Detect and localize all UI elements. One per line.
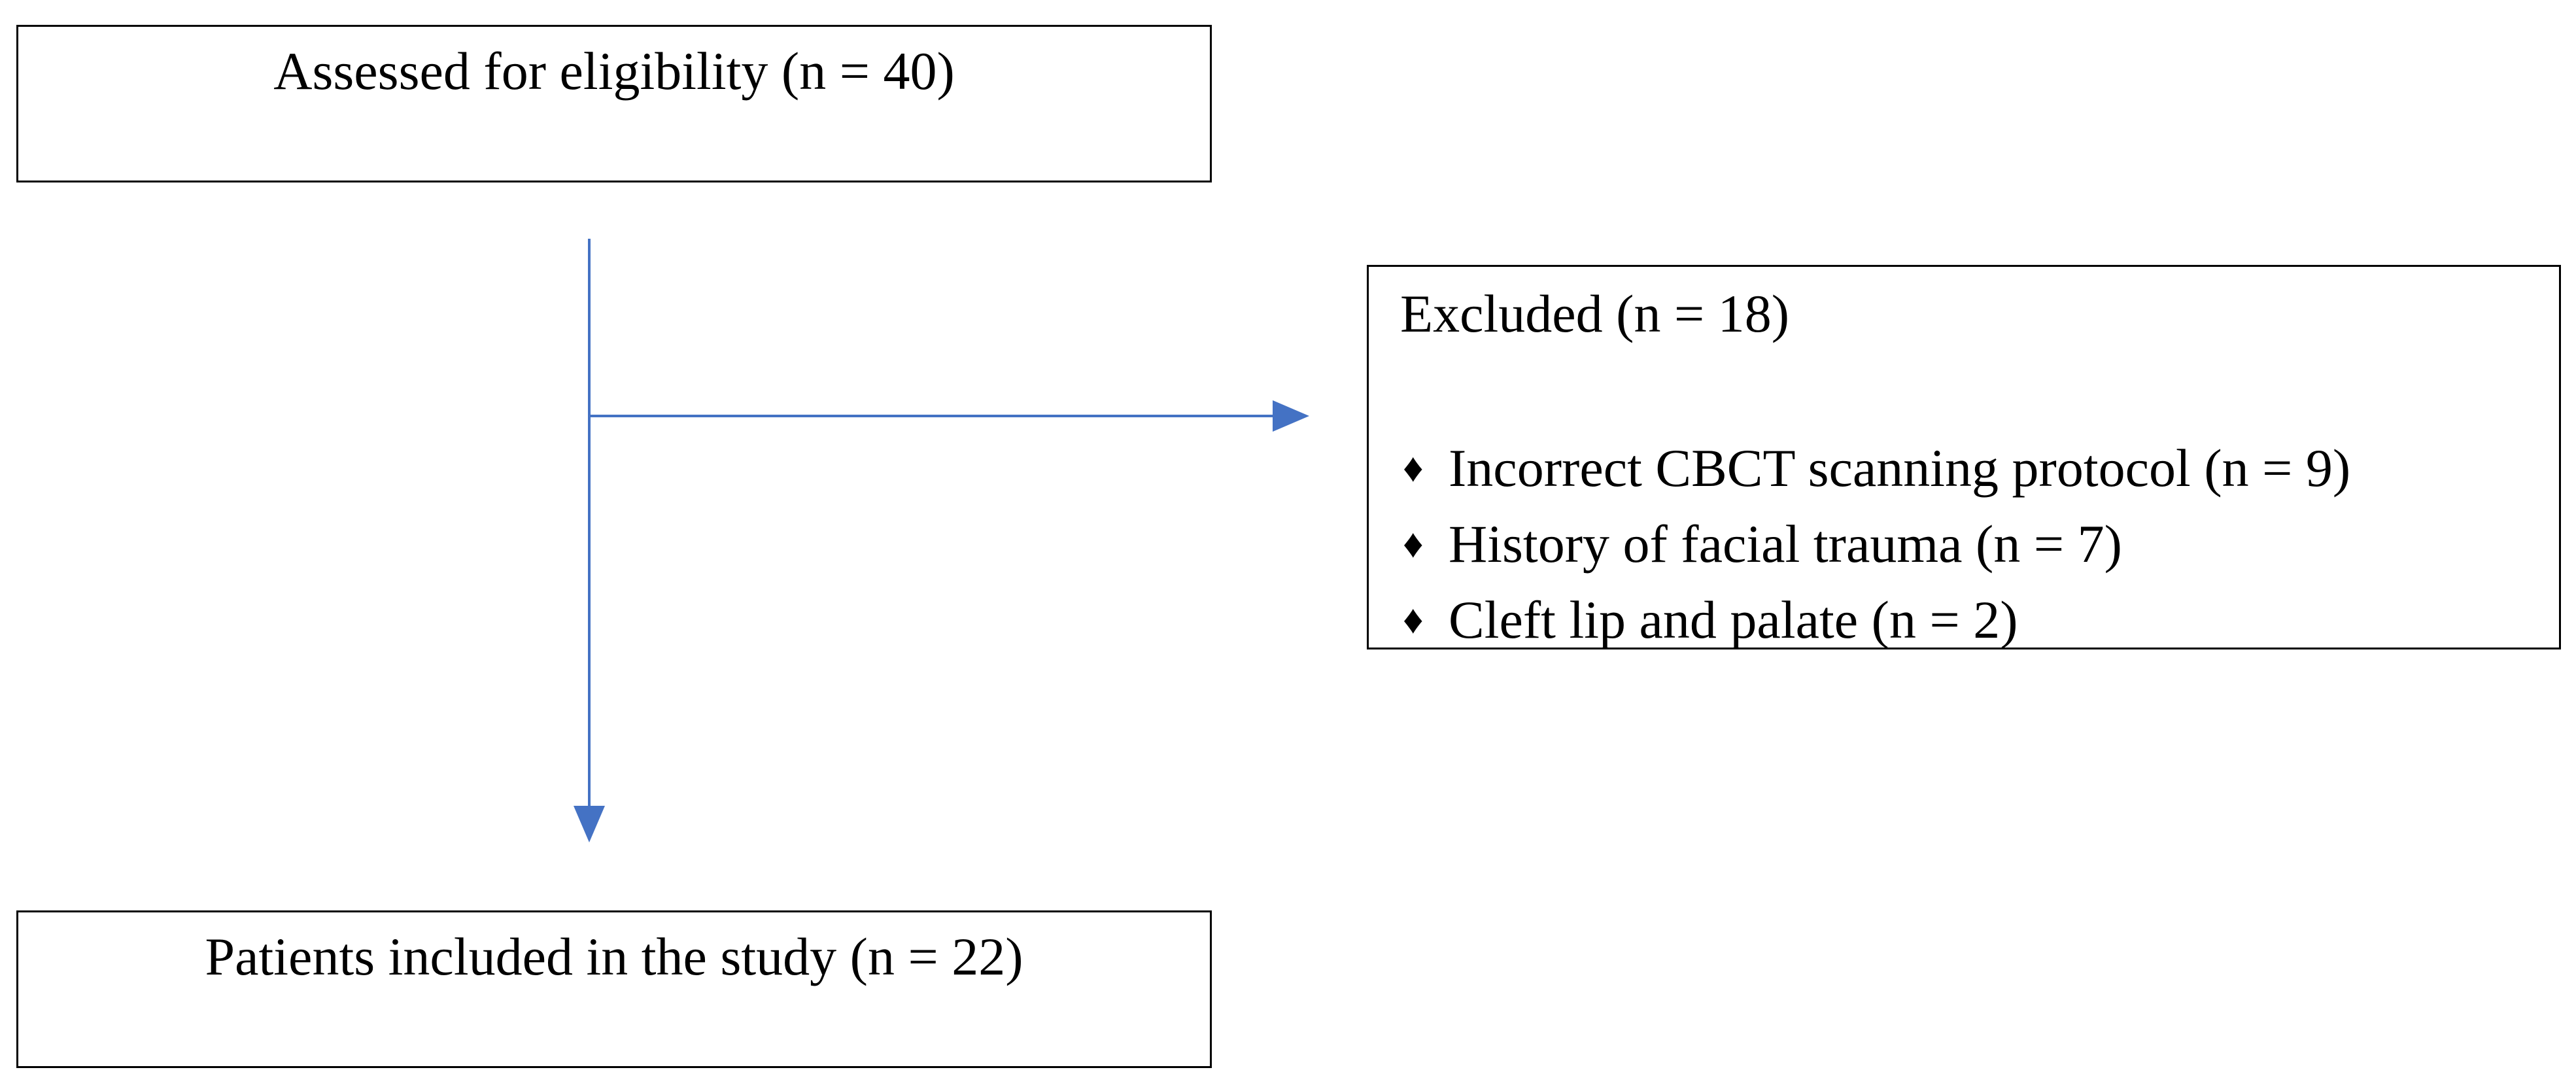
included-box: Patients included in the study (n = 22) [16,910,1212,1068]
assessed-box: Assessed for eligibility (n = 40) [16,25,1212,182]
exclusion-reason-item: ♦ Cleft lip and palate (n = 2) [1400,582,2350,658]
exclusion-reasons-list: ♦ Incorrect CBCT scanning protocol (n = … [1400,430,2350,658]
excluded-title: Excluded (n = 18) [1400,284,1790,343]
exclusion-reason-item: ♦ History of facial trauma (n = 7) [1400,506,2350,582]
excluded-box: Excluded (n = 18) ♦ Incorrect CBCT scann… [1367,265,2561,649]
diamond-bullet-icon: ♦ [1403,598,1424,642]
diamond-bullet-icon: ♦ [1403,522,1424,566]
exclusion-reason-text: Cleft lip and palate (n = 2) [1449,590,2018,649]
right-arrowhead-icon [1273,400,1309,432]
down-arrowhead-icon [574,806,605,842]
exclusion-reason-text: Incorrect CBCT scanning protocol (n = 9) [1449,438,2351,498]
included-label: Patients included in the study (n = 22) [205,927,1023,986]
exclusion-reason-item: ♦ Incorrect CBCT scanning protocol (n = … [1400,430,2350,506]
diamond-bullet-icon: ♦ [1403,446,1424,491]
assessed-label: Assessed for eligibility (n = 40) [273,41,955,101]
exclusion-reason-text: History of facial trauma (n = 7) [1449,514,2122,574]
